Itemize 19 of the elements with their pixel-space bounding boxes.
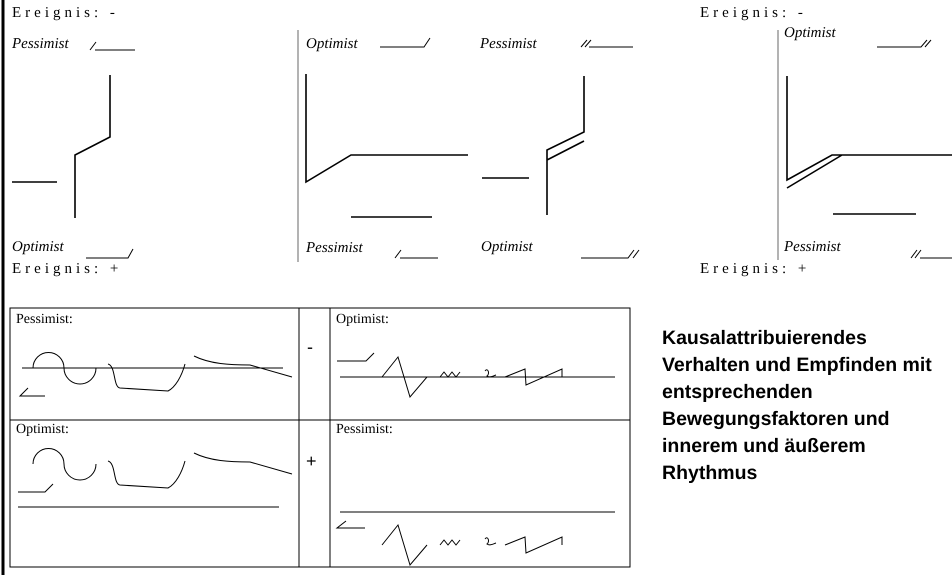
- sign-label: -: [307, 338, 313, 356]
- role-label: Optimist: [12, 240, 64, 255]
- role-label: Pessimist: [306, 241, 363, 256]
- event-label: Ereignis: +: [700, 262, 810, 277]
- event-label: Ereignis: -: [700, 6, 807, 21]
- cell-label: Pessimist:: [336, 423, 393, 437]
- role-label: Optimist: [306, 37, 358, 52]
- role-label: Pessimist: [480, 37, 537, 52]
- cell-label: Optimist:: [16, 423, 69, 437]
- caption-text: Kausalattribuierendes Verhalten und Empfinden mit entsprechenden Bewegungsfaktoren und innerem und äußerem Rhythmus: [662, 326, 933, 486]
- event-label: Ereignis: +: [12, 262, 122, 277]
- cell-label: Pessimist:: [16, 313, 73, 327]
- sign-label: +: [306, 452, 317, 470]
- role-label: Optimist: [784, 26, 836, 41]
- cell-label: Optimist:: [336, 313, 389, 327]
- role-label: Pessimist: [12, 37, 69, 52]
- event-label: Ereignis: -: [12, 6, 119, 21]
- role-label: Pessimist: [784, 240, 841, 255]
- role-label: Optimist: [481, 240, 533, 255]
